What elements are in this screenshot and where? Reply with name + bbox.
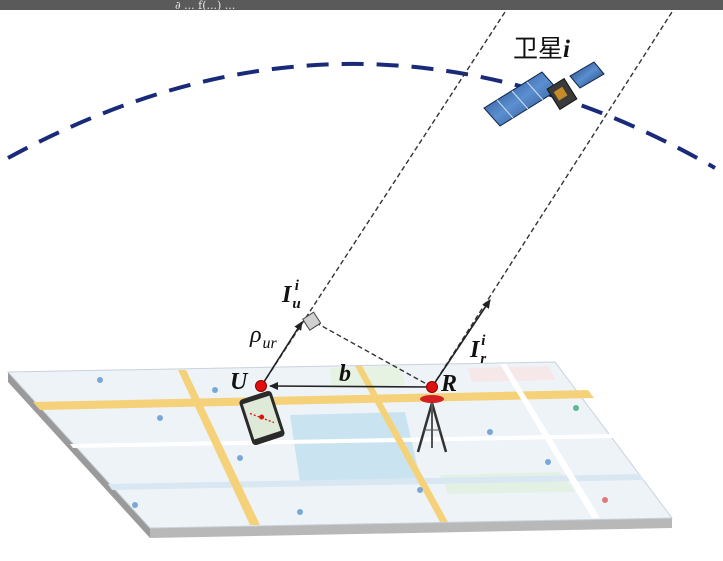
map-water (290, 412, 420, 482)
satellite-orbit-arc (7, 62, 716, 170)
map-road (500, 364, 600, 518)
user-label: U (230, 369, 248, 395)
user-point (255, 380, 267, 392)
reference-unit-vector-arrow (431, 299, 491, 388)
map-left-edge (8, 372, 150, 538)
top-equation-fragment: ∂ ... f(...) ... (175, 0, 235, 12)
user-los-base: I (282, 282, 292, 308)
reference-los-sub: r (480, 351, 487, 367)
satellite-label-index: i (563, 36, 570, 63)
top-cutoff-bar (0, 0, 723, 10)
user-los-sub: u (292, 296, 301, 312)
range-symbol: ρ (250, 322, 262, 348)
map-road (70, 434, 615, 448)
user-los-sup: i (294, 278, 299, 294)
user-los-vector-label: Iui (282, 279, 301, 312)
map-road (108, 474, 644, 490)
map-road (33, 390, 594, 410)
user-unit-vector-arrow (261, 321, 303, 386)
satellite-icon (483, 61, 605, 127)
satellite-label-prefix: 卫星 (513, 34, 564, 63)
map-road (355, 366, 448, 522)
reference-los-vector-label: Iri (470, 334, 486, 367)
map-plane (6, 361, 673, 529)
reference-satellite-los-line (431, 11, 673, 388)
right-angle-marker (302, 311, 322, 331)
baseline-arrow (269, 382, 433, 391)
tripod-receiver-icon (416, 395, 448, 453)
reference-label: R (441, 371, 458, 397)
range-sub: ur (262, 335, 277, 352)
smartphone-icon (239, 390, 285, 446)
baseline-label: b (339, 361, 351, 387)
map-road (178, 370, 260, 525)
satellite-label: 卫星i (513, 36, 570, 62)
map-bottom-edge (150, 518, 672, 538)
range-label: ρur (250, 322, 277, 352)
reference-los-sup: i (481, 333, 486, 349)
reference-los-base: I (470, 337, 480, 363)
projection-line (310, 319, 433, 388)
reference-point (426, 381, 438, 393)
